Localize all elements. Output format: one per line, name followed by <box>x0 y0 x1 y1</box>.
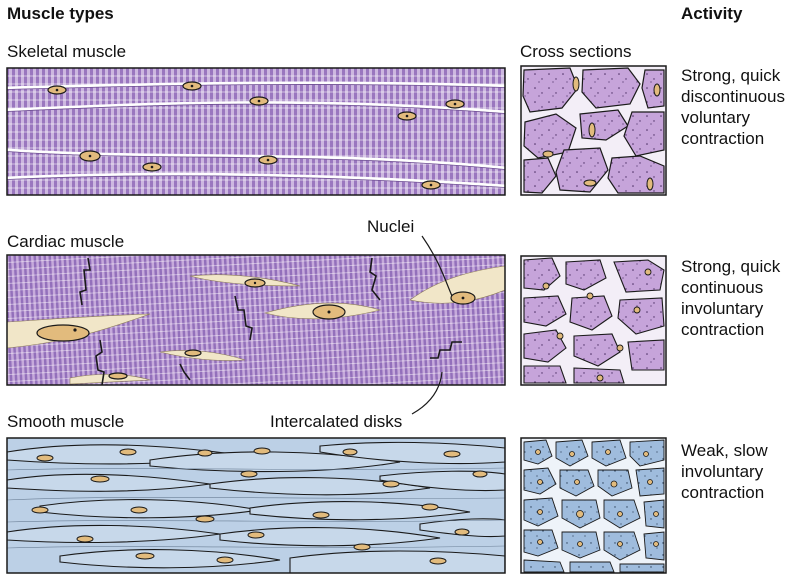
activity-line: contraction <box>681 129 765 148</box>
activity-line: Weak, slow <box>681 441 768 460</box>
activity-line: contraction <box>681 483 765 502</box>
smooth-cross-section <box>520 437 667 574</box>
cardiac-muscle-label: Cardiac muscle <box>7 232 125 251</box>
skeletal-muscle-label: Skeletal muscle <box>7 42 127 61</box>
activity-line: involuntary <box>681 299 764 318</box>
intercalated-disks-label: Intercalated disks <box>270 412 403 431</box>
cardiac-muscle-drawing <box>6 254 506 386</box>
activity-line: involuntary <box>681 462 764 481</box>
intercalated-disks-pointer <box>411 371 443 415</box>
nuclei-label: Nuclei <box>367 217 415 236</box>
skeletal-muscle-drawing <box>6 67 506 196</box>
smooth-activity: Weak, slow involuntary contraction <box>681 440 800 503</box>
smooth-nuclei <box>31 447 488 565</box>
muscle-types-header: Muscle types <box>7 4 114 23</box>
cardiac-activity: Strong, quick continuous involuntary con… <box>681 256 800 340</box>
skeletal-cross-section <box>520 65 667 196</box>
nuclei-pointer <box>421 235 453 297</box>
smooth-muscle-drawing <box>6 437 506 574</box>
cardiac-cross-section <box>520 255 667 386</box>
activity-line: discontinuous <box>681 87 785 106</box>
activity-header: Activity <box>681 4 743 23</box>
activity-line: Strong, quick <box>681 257 781 276</box>
skeletal-activity: Strong, quick discontinuous voluntary co… <box>681 65 800 149</box>
activity-line: voluntary <box>681 108 750 127</box>
cross-sections-label: Cross sections <box>520 42 632 61</box>
activity-line: contraction <box>681 320 765 339</box>
smooth-muscle-label: Smooth muscle <box>7 412 125 431</box>
activity-line: Strong, quick <box>681 66 781 85</box>
activity-line: continuous <box>681 278 764 297</box>
